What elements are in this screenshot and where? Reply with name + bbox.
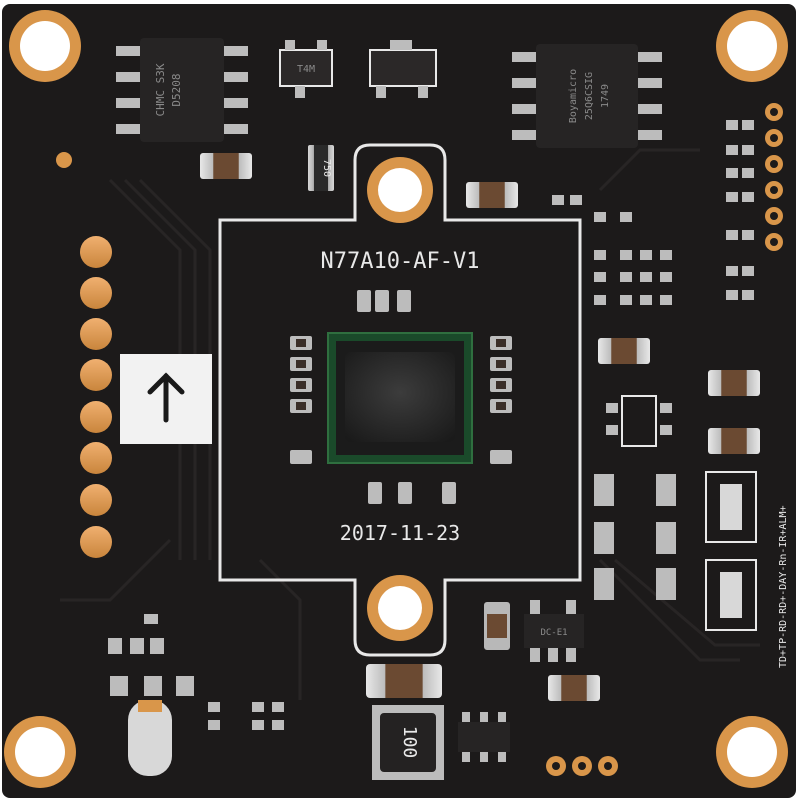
- image-sensor: [327, 332, 473, 464]
- pcb-traces: [60, 148, 760, 700]
- right-passive-array: [552, 120, 754, 435]
- svg-text:CHMC S3K: CHMC S3K: [154, 63, 167, 116]
- left-connector-pads: [80, 236, 112, 558]
- inductor-100: 100: [372, 705, 444, 780]
- bottom-left-components: [108, 614, 284, 776]
- lens-mount-holes: [367, 157, 433, 641]
- small-ic-top: T4M: [279, 40, 437, 98]
- bottom-connector-pads: [546, 756, 618, 776]
- regulator-ic: DC-E1: [458, 600, 584, 762]
- sensor-decoupling-caps: [290, 290, 512, 504]
- board-date-label: 2017-11-23: [340, 521, 460, 545]
- arrow-up-icon: [147, 372, 185, 423]
- svg-text:1749: 1749: [600, 84, 611, 108]
- ic-chip-right: Boyamicro 25Q6CSIG 1749: [512, 44, 662, 148]
- resistor-750: 750: [308, 145, 334, 191]
- right-power-components: [594, 395, 757, 631]
- svg-text:DC-E1: DC-E1: [540, 628, 567, 638]
- board-model-label: N77A10-AF-V1: [321, 249, 480, 274]
- lens-mount-outline: [218, 143, 582, 657]
- mounting-holes: [4, 10, 788, 788]
- svg-text:100: 100: [399, 726, 420, 759]
- right-connector-pads: [765, 103, 783, 251]
- svg-text:T4M: T4M: [297, 64, 315, 75]
- ic-chip-left: CHMC S3K D5208: [116, 38, 248, 142]
- ceramic-capacitors: [200, 153, 760, 701]
- side-silk-label: TD+TP-RD-RD+-DAY-Rn-IR+ALM+: [778, 505, 789, 668]
- orientation-arrow-label: [120, 354, 212, 444]
- svg-text:750: 750: [321, 159, 332, 177]
- svg-text:D5208: D5208: [170, 73, 183, 106]
- svg-text:25Q6CSIG: 25Q6CSIG: [584, 72, 595, 120]
- svg-text:Boyamicro: Boyamicro: [568, 69, 579, 123]
